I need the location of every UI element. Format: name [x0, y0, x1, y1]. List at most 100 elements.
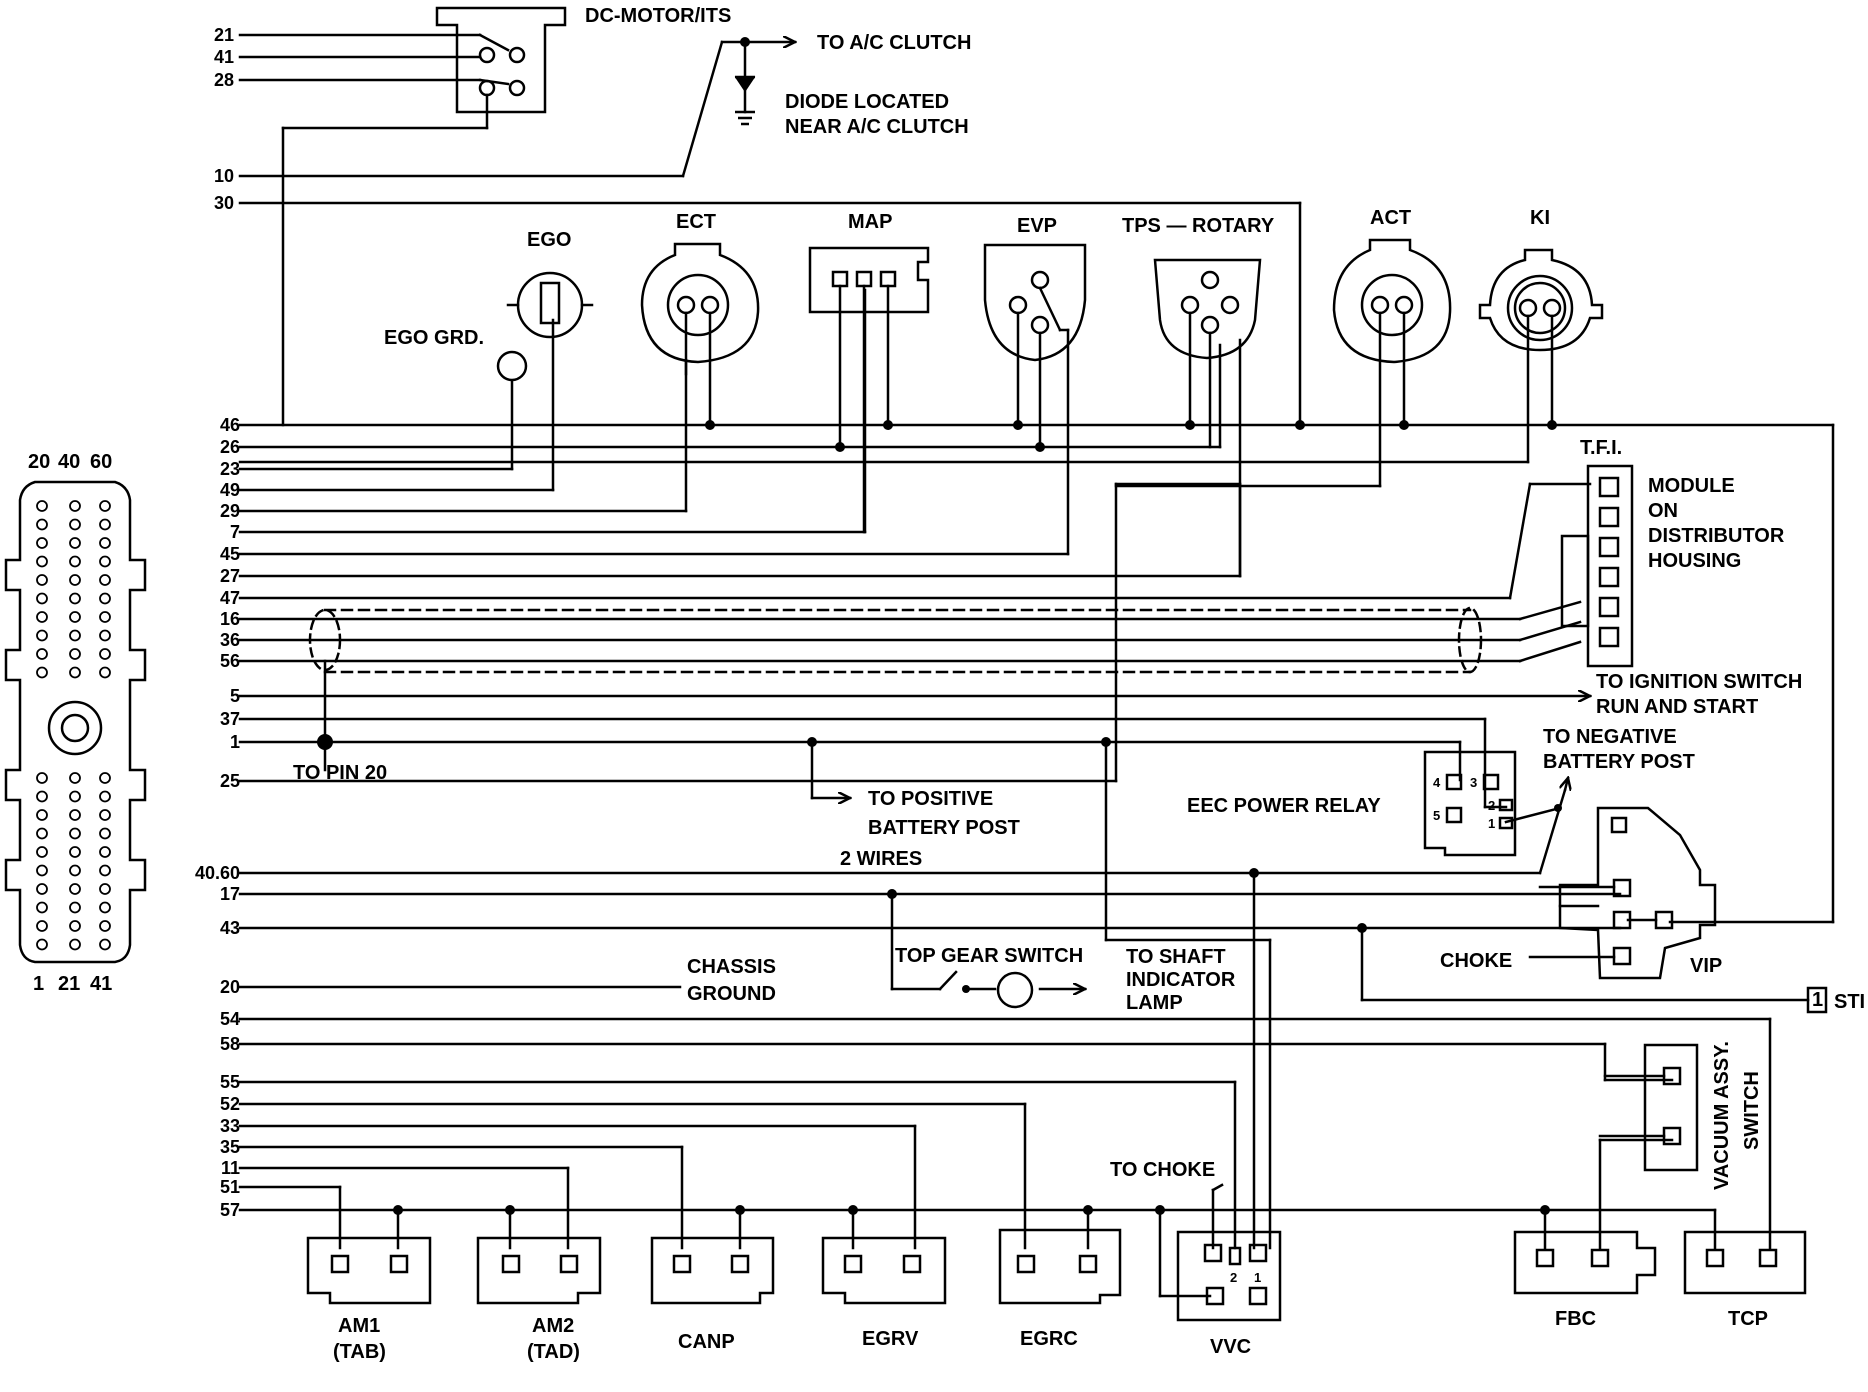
vvc-connector [1176, 1230, 1282, 1322]
label-to-pos-1: TO POSITIVE [868, 788, 993, 810]
ecu-pin-hole [99, 648, 111, 660]
pin-33: 33 [220, 1116, 240, 1136]
ecu-pin-hole [36, 555, 48, 568]
label-to-neg-2: BATTERY POST [1543, 751, 1695, 773]
label-ego: EGO [527, 229, 571, 251]
label-vvc: VVC [1210, 1336, 1251, 1358]
ecu-pin-hole [69, 901, 81, 914]
ecu-pin-hole [36, 938, 48, 951]
vvc-pin-1: 1 [1254, 1270, 1261, 1285]
ecu-pin-hole [69, 537, 81, 549]
ego-sensor [496, 271, 594, 382]
shield-ellipse-right [1457, 606, 1483, 674]
ecu-top-pin-40: 40 [58, 451, 80, 473]
label-vacuum-2: SWITCH [1741, 1071, 1763, 1150]
pin-20: 20 [220, 977, 240, 997]
label-tcp: TCP [1728, 1308, 1768, 1330]
label-to-shaft-2: INDICATOR [1126, 969, 1236, 991]
ecu-pin-hole [99, 920, 111, 932]
ecu-pin-hole [69, 666, 81, 679]
shield-wires [323, 608, 1472, 674]
label-evp: EVP [1017, 215, 1057, 237]
ecu-pin-hole [69, 827, 81, 840]
ecu-bottom-pin-1: 1 [33, 973, 44, 995]
ecu-pin-hole [36, 772, 48, 784]
pin-54: 54 [220, 1009, 240, 1029]
junction-dots [317, 37, 1562, 1215]
sti-connector [1806, 986, 1828, 1014]
pin-21: 21 [214, 25, 234, 45]
pin-49: 49 [220, 480, 240, 500]
ecu-wires [238, 33, 1835, 1298]
label-to-pos-2: BATTERY POST [868, 817, 1020, 839]
label-canp: CANP [678, 1331, 735, 1353]
ecu-pin-hole [99, 938, 111, 951]
ecu-pin-hole [36, 790, 48, 803]
pin-1: 1 [230, 732, 240, 752]
ecu-pin-hole [36, 920, 48, 932]
label-sti: STI [1834, 991, 1865, 1013]
tps-sensor [1153, 258, 1262, 449]
pin-47: 47 [220, 588, 240, 608]
ecu-pin-hole [69, 938, 81, 951]
act-sensor [1114, 238, 1452, 488]
ecu-pin-hole [99, 592, 111, 605]
vip-connector [1528, 806, 1717, 980]
pin-26: 26 [220, 437, 240, 457]
pin-28: 28 [214, 70, 234, 90]
ecu-pin-hole [36, 592, 48, 605]
label-vacuum-1: VACUUM ASSY. [1711, 1041, 1733, 1190]
ecu-pin-hole [69, 629, 81, 642]
label-to-choke: TO CHOKE [1110, 1159, 1215, 1181]
label-module-1: MODULE [1648, 475, 1735, 497]
pin-7: 7 [230, 522, 240, 542]
pin-57: 57 [220, 1200, 240, 1220]
ecu-pin-hole [36, 883, 48, 895]
tcp-connector [1683, 1230, 1807, 1295]
ecu-pin-hole [36, 537, 48, 549]
ecu-top-pin-20: 20 [28, 451, 50, 473]
ecu-pin-hole [69, 809, 81, 821]
relay-pin-4: 4 [1433, 775, 1441, 790]
ect-sensor [640, 242, 760, 427]
label-tfi: T.F.I. [1580, 437, 1622, 459]
shield-ellipse-left [308, 608, 342, 672]
map-sensor [808, 246, 930, 534]
label-am1-sub: (TAB) [333, 1341, 386, 1363]
relay-pin-labels: 4 3 5 2 1 2 1 [1230, 775, 1495, 1285]
label-am2: AM2 [532, 1315, 574, 1337]
top-gear-switch [996, 971, 1034, 1009]
ecu-pin-hole [69, 555, 81, 568]
label-eec-power-relay: EEC POWER RELAY [1187, 795, 1381, 817]
pin-37: 37 [220, 709, 240, 729]
ecu-pin-hole [69, 846, 81, 858]
ecu-pin-hole [99, 809, 111, 821]
ecu-pin-hole [99, 827, 111, 840]
label-to-ac-clutch: TO A/C CLUTCH [817, 32, 971, 54]
ecu-pin-hole [36, 846, 48, 858]
pin-10: 10 [214, 166, 234, 186]
ecu-pin-hole [36, 648, 48, 660]
ecu-pin-hole [99, 883, 111, 895]
diode-icon [734, 75, 756, 126]
ecu-pin-hole [99, 500, 111, 512]
ecu-bottom-pin-41: 41 [90, 973, 112, 995]
ecu-pin-hole [99, 611, 111, 623]
pin-56: 56 [220, 651, 240, 671]
ecu-pin-hole [36, 629, 48, 642]
egrv-connector [821, 1236, 947, 1305]
ecu-pin-hole [69, 518, 81, 531]
pin-35: 35 [220, 1137, 240, 1157]
ecu-pin-hole [69, 574, 81, 586]
label-map: MAP [848, 211, 892, 233]
vvc-pin-2: 2 [1230, 1270, 1237, 1285]
dc-motor-its-connector [435, 6, 567, 114]
label-ego-grd: EGO GRD. [384, 327, 484, 349]
label-diode-1: DIODE LOCATED [785, 91, 949, 113]
ecu-pin-hole [69, 500, 81, 512]
pin-27: 27 [220, 566, 240, 586]
component-labels: DC-MOTOR/ITS TO A/C CLUTCH DIODE LOCATED… [293, 5, 1865, 1363]
ecu-pin-hole [99, 574, 111, 586]
ecu-pin-hole [69, 611, 81, 623]
egrc-connector [998, 1228, 1122, 1305]
